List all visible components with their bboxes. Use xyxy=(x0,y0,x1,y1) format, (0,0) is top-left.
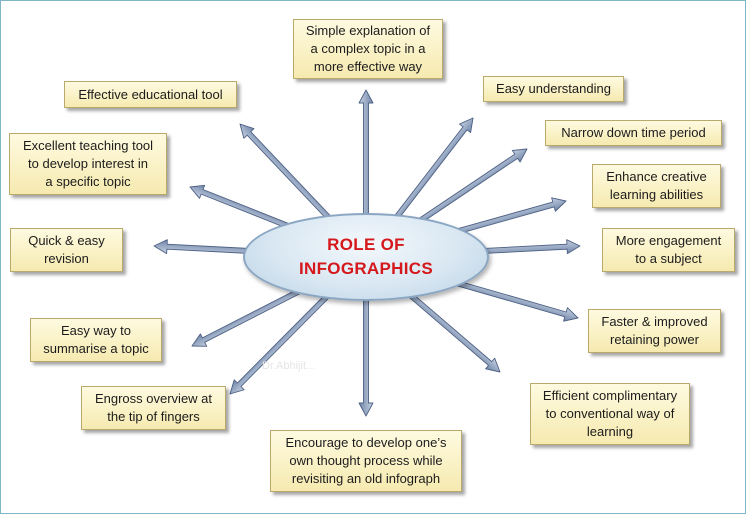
watermark: Dr.Abhijit... xyxy=(262,360,316,372)
node-effective-educational: Effective educational tool xyxy=(64,81,237,108)
node-quick-revision: Quick & easy revision xyxy=(10,228,123,272)
node-engross-overview: Engross overview at the tip of fingers xyxy=(81,386,226,430)
node-excellent-teaching: Excellent teaching tool to develop inter… xyxy=(9,133,167,195)
center-ellipse: ROLE OF INFOGRAPHICS xyxy=(243,213,489,301)
node-easy-summarise: Easy way to summarise a topic xyxy=(30,318,162,362)
node-efficient-complimentary: Efficient complimentary to conventional … xyxy=(530,383,690,445)
center-title: ROLE OF INFOGRAPHICS xyxy=(299,235,433,278)
node-simple-explanation: Simple explanation of a complex topic in… xyxy=(293,19,443,79)
node-faster-retaining: Faster & improved retaining power xyxy=(588,309,721,353)
node-enhance-creative: Enhance creative learning abilities xyxy=(592,164,721,208)
node-encourage-thought: Encourage to develop one’s own thought p… xyxy=(270,430,462,492)
node-more-engagement: More engagement to a subject xyxy=(602,228,735,272)
node-narrow-down-time: Narrow down time period xyxy=(545,120,722,146)
node-easy-understanding: Easy understanding xyxy=(483,76,624,102)
